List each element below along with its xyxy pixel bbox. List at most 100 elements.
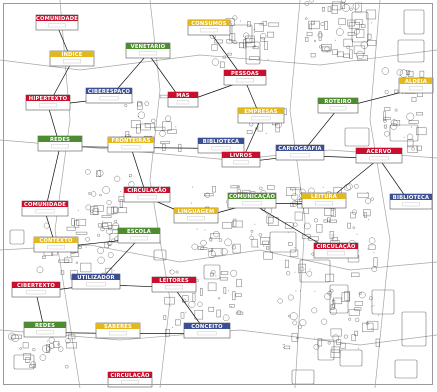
- map-building: [331, 350, 340, 358]
- concept-node[interactable]: REDES: [38, 136, 82, 151]
- concept-node[interactable]: ROTEIRO: [318, 98, 358, 113]
- map-building: [231, 270, 237, 276]
- concept-node[interactable]: CARTOGRAFIA: [276, 145, 324, 160]
- map-building: [420, 71, 424, 77]
- concept-node[interactable]: PESSOAS: [224, 70, 266, 85]
- concept-node[interactable]: CONSUMOS: [188, 20, 230, 35]
- map-building: [353, 227, 355, 229]
- concept-node[interactable]: ACERVO: [356, 148, 402, 163]
- map-building: [88, 192, 90, 194]
- map-building: [310, 24, 312, 29]
- map-dot: [250, 38, 251, 39]
- map-building: [314, 40, 316, 42]
- map-building: [228, 53, 232, 55]
- map-building: [243, 33, 249, 39]
- map-dot: [254, 29, 255, 30]
- concept-node[interactable]: BIBLIOTECA: [390, 194, 432, 209]
- map-building: [247, 131, 252, 134]
- concept-node[interactable]: LINGUAGEM: [174, 208, 218, 223]
- map-block: [345, 128, 369, 146]
- concept-node-label: HIPERTEXTO: [29, 96, 68, 102]
- map-dot: [314, 291, 315, 292]
- map-building: [341, 343, 346, 348]
- map-dot: [67, 256, 68, 257]
- map-dot: [333, 234, 334, 235]
- concept-node[interactable]: EMPRESAS: [238, 108, 284, 123]
- map-building: [291, 194, 298, 201]
- concept-node[interactable]: LEITURA: [302, 193, 346, 208]
- map-building: [332, 2, 341, 10]
- concept-node[interactable]: UTILIZADOR: [72, 274, 120, 289]
- concept-node[interactable]: MAS: [168, 92, 198, 107]
- map-building: [225, 239, 232, 246]
- concept-node[interactable]: FRONTEIRAS: [108, 137, 154, 152]
- map-building: [223, 315, 229, 321]
- map-building: [333, 335, 339, 341]
- map-building: [102, 215, 111, 217]
- map-building: [374, 258, 377, 267]
- map-building: [176, 271, 178, 273]
- concept-node[interactable]: VENETARIO: [126, 43, 170, 58]
- concept-node[interactable]: LEITORES: [152, 277, 196, 292]
- map-building: [212, 186, 215, 192]
- map-building: [352, 210, 357, 215]
- map-block: [404, 10, 424, 34]
- concept-node[interactable]: CIRCULAÇÃO: [108, 372, 152, 387]
- concept-node[interactable]: BIBLIOTECA: [198, 138, 244, 153]
- concept-node-label: EMPRESAS: [244, 109, 277, 115]
- map-building: [125, 104, 127, 106]
- map-dot: [284, 344, 285, 345]
- concept-node[interactable]: COMUNICAÇÃO: [228, 193, 276, 208]
- map-dot: [251, 234, 252, 235]
- concept-node-label: COMUNIDADE: [36, 16, 78, 22]
- map-dot: [114, 270, 115, 271]
- map-building: [358, 193, 369, 197]
- map-building: [305, 18, 307, 20]
- map-dot: [338, 340, 339, 341]
- concept-node[interactable]: SABERES: [96, 323, 140, 338]
- concept-node[interactable]: CONCEITO: [184, 323, 230, 338]
- concept-node[interactable]: CONTEXTO: [34, 237, 78, 252]
- map-building: [24, 353, 31, 359]
- map-building: [224, 287, 226, 293]
- concept-node[interactable]: CIBERTEXTO: [12, 282, 60, 297]
- map-building: [67, 227, 75, 230]
- concept-node[interactable]: LIVROS: [222, 152, 260, 167]
- concept-node-label: BIBLIOTECA: [203, 139, 239, 145]
- concept-node[interactable]: CIRCULAÇÃO: [124, 187, 170, 202]
- map-building: [64, 258, 72, 263]
- map-building: [234, 219, 236, 226]
- map-building: [371, 198, 374, 201]
- map-building: [359, 292, 365, 298]
- map-building: [319, 45, 322, 48]
- map-building: [308, 237, 318, 240]
- map-building: [349, 318, 351, 320]
- concept-node[interactable]: ESCOLA: [118, 228, 160, 243]
- map-block: [10, 230, 24, 244]
- concept-node[interactable]: INDICE: [50, 51, 94, 66]
- map-dot: [231, 306, 232, 307]
- concept-node[interactable]: REDES: [24, 322, 66, 337]
- concept-node[interactable]: ALDEIA: [399, 78, 433, 93]
- concept-node[interactable]: HIPERTEXTO: [26, 95, 70, 110]
- concept-node[interactable]: CIBERESPAÇO: [86, 88, 132, 103]
- map-building: [25, 358, 30, 363]
- concept-node-label: CIRCULAÇÃO: [110, 372, 150, 379]
- map-building: [259, 233, 262, 236]
- map-building: [267, 32, 274, 37]
- map-building: [384, 125, 387, 128]
- map-dot: [170, 305, 171, 306]
- concept-node[interactable]: COMUNIDADE: [36, 15, 78, 30]
- map-building: [260, 187, 263, 190]
- concept-node[interactable]: COMUNIDADE: [22, 201, 68, 216]
- map-building: [332, 5, 337, 14]
- map-building: [208, 283, 216, 291]
- map-building: [339, 19, 346, 25]
- concept-node-label: LEITURA: [311, 194, 337, 200]
- concept-node-label: CONCEITO: [191, 324, 223, 330]
- concept-node[interactable]: CIRCULAÇÃO: [314, 243, 358, 258]
- map-building: [385, 90, 389, 94]
- map-dot: [368, 249, 369, 250]
- map-building: [322, 7, 325, 11]
